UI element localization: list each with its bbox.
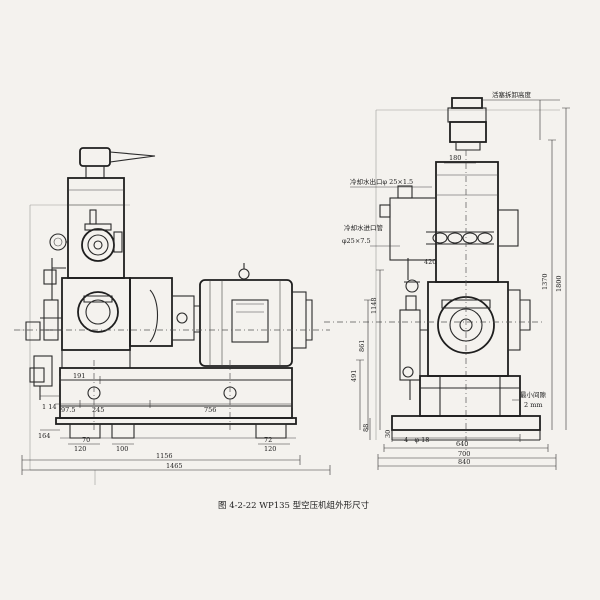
- dim-640: 640: [456, 440, 468, 448]
- dim-70: 70: [82, 436, 90, 444]
- front-view: 191 1 14 97.5 245 756 164 70 120 100 72 …: [14, 147, 331, 485]
- label-water-inlet: 冷却水进口管: [344, 223, 384, 232]
- dim-1148: 1148: [370, 297, 378, 314]
- motor-lift-eye: [238, 268, 250, 280]
- dim-120-left: 120: [74, 445, 86, 453]
- dim-191: 191: [73, 372, 85, 380]
- head-cap: [79, 147, 111, 167]
- dim-1465: 1465: [166, 462, 183, 470]
- motor: [199, 279, 293, 367]
- upper-cylinder: [67, 177, 125, 279]
- crankcase: [61, 277, 131, 351]
- figure-caption: 图 4-2-22 WP135 型空压机组外形尺寸: [218, 500, 370, 511]
- side-base: [419, 375, 521, 417]
- dim-4-holes: 4 - φ 18: [404, 436, 429, 444]
- dim-1156: 1156: [156, 452, 173, 460]
- side-foot: [391, 415, 541, 431]
- dim-861: 861: [358, 340, 366, 352]
- dim-100: 100: [116, 445, 128, 453]
- label-piston-height: 活塞拆卸高度: [492, 90, 532, 99]
- crankcase-cover: [77, 291, 119, 333]
- dim-97: 97.5: [61, 406, 75, 414]
- cap-handle: [109, 151, 156, 163]
- front-dimensions: 191 1 14 97.5 245 756 164 70 120 100 72 …: [21, 372, 331, 475]
- side-view: 活塞拆卸高度 180 420 冷却水出口φ 25×1.5 冷却水进口管 φ25×…: [324, 90, 570, 470]
- dim-245: 245: [92, 406, 104, 414]
- piston-top: [451, 97, 483, 109]
- dim-491: 491: [350, 370, 358, 382]
- gauge-left: [49, 233, 67, 251]
- label-min-gap: 最小间隙: [520, 390, 547, 399]
- side-crankcase: [427, 281, 509, 377]
- label-water-outlet: 冷却水出口φ 25×1.5: [350, 177, 413, 186]
- side-upper-cylinder: [435, 161, 499, 283]
- dim-700: 700: [458, 450, 470, 458]
- coupling-guard: [129, 277, 173, 347]
- label-water-inlet-size: φ25×7.5: [342, 237, 371, 245]
- dim-840: 840: [458, 458, 470, 466]
- dim-1800: 1800: [555, 275, 563, 292]
- side-head-cap: [449, 121, 487, 143]
- upper-valve-cover: [81, 228, 115, 262]
- dim-30: 30: [384, 430, 392, 438]
- dim-1370: 1370: [541, 273, 549, 290]
- foot-2: [111, 423, 135, 439]
- dim-756: 756: [204, 406, 216, 414]
- dim-180: 180: [449, 154, 461, 162]
- side-vertical-dimensions: 1800 1370 1148 861 491 88 30: [350, 107, 570, 440]
- dim-164: 164: [38, 432, 50, 440]
- dim-72: 72: [264, 436, 272, 444]
- dim-420: 420: [424, 258, 436, 266]
- dim-114: 1 14: [42, 403, 56, 411]
- dim-88: 88: [362, 424, 370, 432]
- dim-120-right: 120: [264, 445, 276, 453]
- label-min-gap-value: 2 mm: [524, 401, 543, 409]
- valve-chain: [426, 231, 494, 245]
- motor-nameplate: [231, 299, 269, 343]
- side-horizontal-dimensions: 4 - φ 18 640 700 840: [377, 434, 557, 470]
